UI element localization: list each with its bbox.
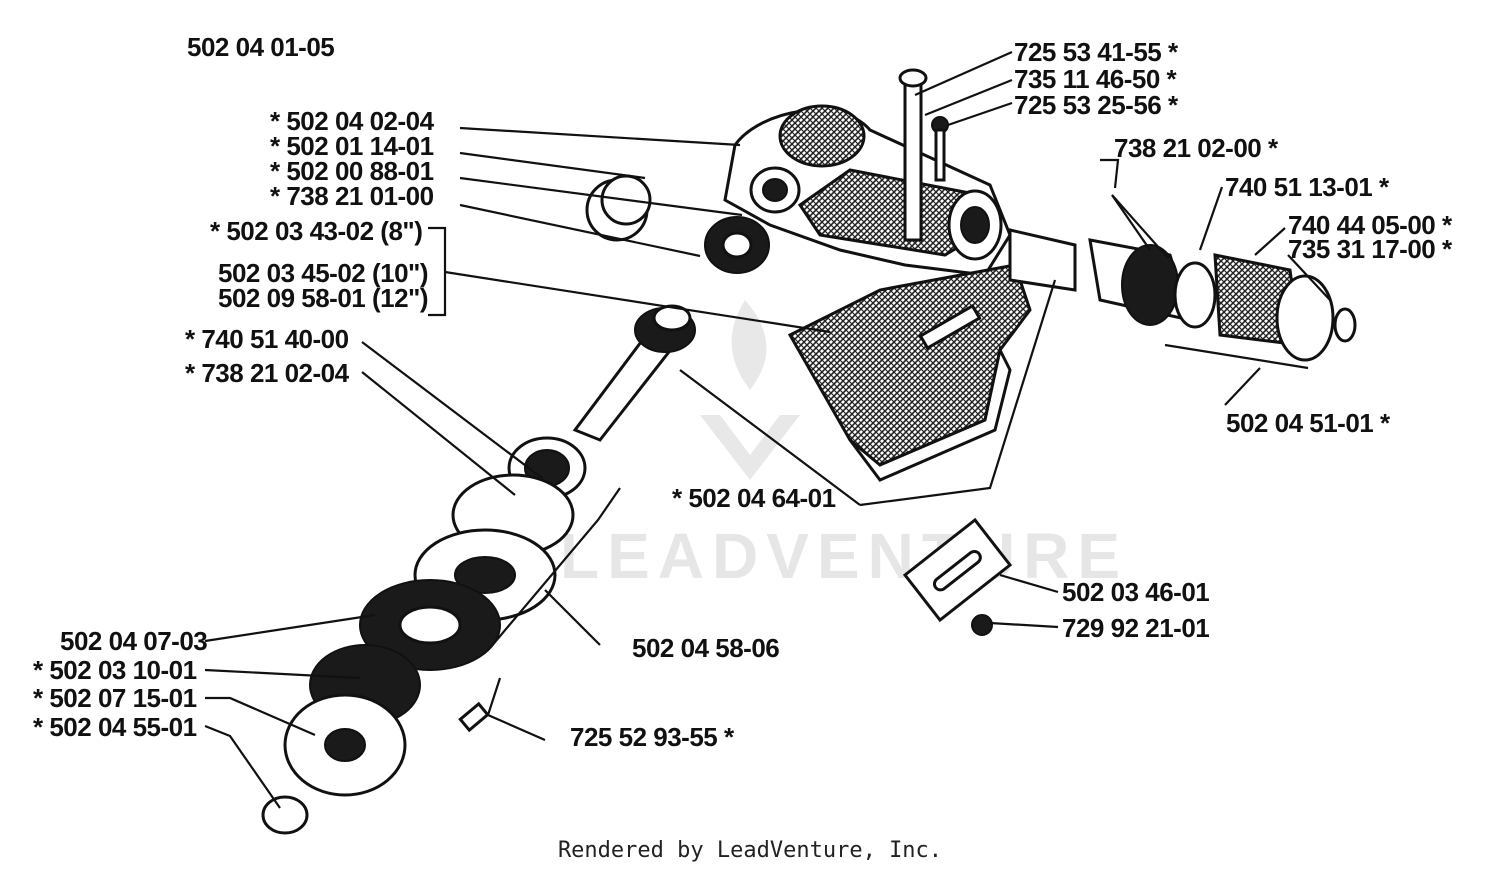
cutting-guard (787, 263, 1032, 482)
part-label: 725 53 41-55 * (1014, 37, 1179, 67)
part-label: * 502 03 43-02 (8") (210, 216, 422, 246)
part-label: 502 04 58-06 (632, 633, 779, 663)
part-label: * 740 51 40-00 (185, 324, 349, 354)
input-shaft-assembly (1008, 228, 1357, 362)
part-label: * 502 04 64-01 (672, 483, 836, 513)
part-label: 502 03 45-02 (10") (218, 258, 428, 288)
watermark: LEADVENTURE (560, 300, 1128, 592)
assembly-number-label: 502 04 01-05 (187, 32, 334, 62)
part-label: 725 53 25-56 * (1014, 90, 1179, 120)
clamp-plate (902, 517, 1013, 636)
part-label: 740 51 13-01 * (1225, 172, 1390, 202)
part-label: 738 21 02-00 * (1114, 133, 1279, 163)
leader-lines (204, 50, 1331, 809)
part-label: * 502 04 02-04 (270, 106, 435, 136)
watermark-flame-icon (731, 300, 767, 390)
part-label: 725 52 93-55 * (570, 722, 735, 752)
part-label: 502 04 51-01 * (1226, 408, 1391, 438)
upper-bearing (704, 216, 770, 274)
small-screw (458, 701, 490, 733)
part-label: * 502 03 10-01 (33, 655, 197, 685)
part-label: * 738 21 02-04 (185, 358, 350, 388)
part-label: * 502 04 55-01 (33, 712, 197, 742)
part-label: 502 09 58-01 (12") (218, 283, 428, 313)
part-label: 502 04 07-03 (60, 626, 207, 656)
part-label: * 502 07 15-01 (33, 683, 197, 713)
part-label: * 502 00 88-01 (270, 156, 434, 186)
housing-bolts (898, 68, 949, 242)
watermark-text: LEADVENTURE (560, 520, 1128, 592)
side-bearing-seal (585, 174, 652, 242)
part-label: 502 03 46-01 (1062, 577, 1209, 607)
watermark-chevron-icon (700, 415, 800, 480)
part-label: 735 31 17-00 * (1288, 234, 1453, 264)
render-credit-footer: Rendered by LeadVenture, Inc. (557, 838, 943, 863)
callout-labels: 502 04 01-05 725 53 41-55 * 735 11 46-50… (33, 32, 1453, 752)
gear-housing (723, 104, 1012, 277)
part-label: * 502 01 14-01 (270, 131, 434, 161)
lower-bearing-stack (261, 436, 587, 835)
part-label: 735 11 46-50 * (1014, 64, 1178, 94)
part-label: * 738 21 01-00 (270, 181, 434, 211)
part-label: 729 92 21-01 (1062, 613, 1209, 643)
part-label: 740 44 05-00 * (1288, 210, 1453, 240)
drive-shaft-gear (572, 304, 696, 442)
